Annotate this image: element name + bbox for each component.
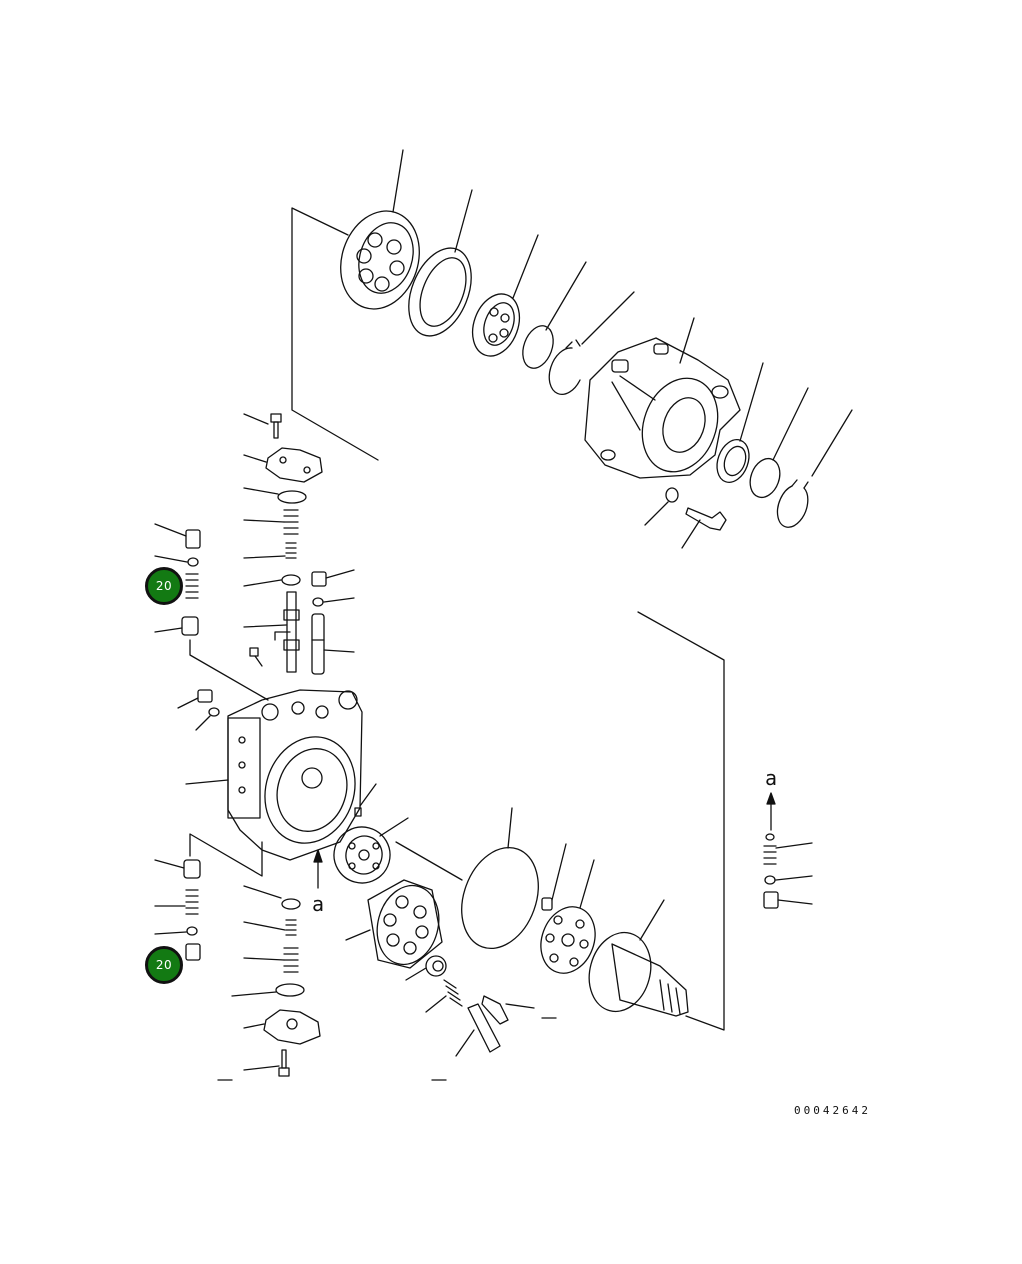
spherical-bushing (405, 955, 447, 981)
swash-plate (333, 817, 409, 884)
bolt-top-left (243, 413, 282, 439)
valve-block (185, 689, 363, 861)
oil-seal (408, 189, 473, 337)
o-ring-large (395, 807, 539, 950)
plug-upper-left (154, 523, 201, 599)
lower-group-bracket (189, 833, 263, 877)
bolt-lower-left (217, 1049, 290, 1081)
piston-lower-left (154, 859, 201, 879)
spring-right-stack (763, 833, 813, 909)
retainer-plate (540, 859, 596, 974)
cylinder-block (345, 879, 443, 969)
valve-sleeve-right (311, 613, 355, 675)
callout-label-upper: 20 (155, 579, 173, 593)
piston-upper-left (154, 616, 269, 701)
ring-upper (522, 261, 587, 369)
spring-small-top (243, 542, 297, 559)
piston-pin (431, 1003, 501, 1081)
snap-ring-right (776, 409, 853, 528)
plug-right (311, 569, 355, 607)
needle-bearing (716, 362, 764, 483)
callout-label-lower: 20 (155, 958, 173, 972)
ring-right (749, 387, 809, 499)
piston-shoe (481, 995, 557, 1025)
o-ring-top (243, 487, 307, 504)
callout-badge-lower[interactable]: 20 (145, 946, 183, 984)
hex-bolt (681, 507, 727, 549)
spring-large-top (243, 509, 299, 535)
spring-large-lower (243, 947, 299, 973)
small-bolt-center (541, 843, 567, 911)
output-shaft (588, 899, 689, 1017)
upper-group-bracket (291, 207, 379, 461)
washer (644, 487, 679, 526)
center-spring (425, 979, 463, 1013)
seat-top (243, 574, 301, 587)
plug-on-block (177, 689, 220, 731)
view-marker-center: a (312, 892, 325, 916)
seat-lower (243, 885, 301, 910)
snap-ring-upper (548, 291, 635, 396)
small-plug-pin (249, 631, 291, 667)
spring-small-lower (243, 919, 297, 936)
cover-plate-lower (243, 1009, 321, 1045)
spool (243, 591, 300, 673)
document-number: 00042642 (794, 1104, 871, 1117)
view-arrow-right (766, 792, 776, 831)
right-group-bracket (637, 611, 725, 1031)
roller-bearing-large (340, 149, 420, 310)
motor-housing (584, 317, 741, 479)
view-marker-right: a (765, 766, 778, 790)
o-ring-lower (231, 983, 305, 997)
view-arrow-center (313, 849, 323, 889)
callout-badge-upper[interactable]: 20 (145, 567, 183, 605)
spring-lower-left (154, 889, 201, 961)
ball-bearing-small (471, 234, 539, 357)
pin-on-block (354, 783, 377, 817)
cover-plate-top (243, 447, 323, 483)
